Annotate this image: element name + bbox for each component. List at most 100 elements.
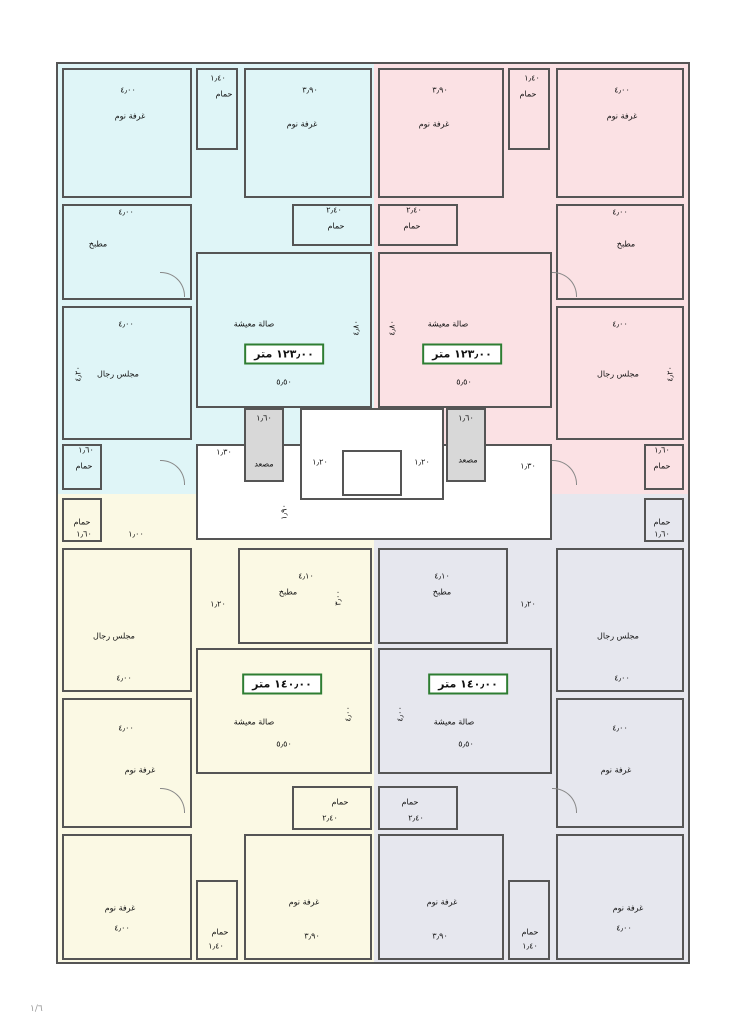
br-bath-2-dim: ٢٫٤٠ xyxy=(408,813,424,823)
br-bath-1 xyxy=(644,498,684,542)
elevator-right xyxy=(446,408,486,482)
bl-living xyxy=(196,648,372,774)
tl-living-width: ٥٫٥٠ xyxy=(276,377,292,387)
br-living-width: ٥٫٥٠ xyxy=(458,739,474,749)
bl-bath-1 xyxy=(62,498,102,542)
apartment-bottom-right xyxy=(374,494,688,962)
bl-bath-3 xyxy=(196,880,238,960)
tr-bath-2-label: حمام xyxy=(403,221,421,231)
bl-majlis-label: مجلس رجال xyxy=(93,631,135,641)
tl-kitchen-dim: ٤٫٠٠ xyxy=(118,207,134,217)
tr-kitchen-dim: ٤٫٠٠ xyxy=(612,207,628,217)
tl-bath-2 xyxy=(292,204,372,246)
core-left-dim: ١٫٣٠ xyxy=(216,447,232,457)
elevator-right-dim: ١٫٦٠ xyxy=(458,413,474,423)
bl-bedroom-1 xyxy=(62,698,192,828)
br-bath-2-label: حمام xyxy=(401,797,419,807)
tl-bedroom-2 xyxy=(244,68,372,198)
tl-bedroom-1-dim: ٤٫٠٠ xyxy=(120,85,136,95)
bl-bath-2-label: حمام xyxy=(331,797,349,807)
bl-living-label: صالة معيشة xyxy=(233,717,275,727)
tr-bath-3 xyxy=(644,444,684,490)
br-bedroom-3-label: غرفة نوم xyxy=(612,903,644,913)
br-bedroom-1-label: غرفة نوم xyxy=(600,765,632,775)
br-bedroom-2 xyxy=(378,834,504,960)
bl-bath-2-dim: ٢٫٤٠ xyxy=(322,813,338,823)
bl-bath-1-width: ١٫٠٠ xyxy=(128,529,144,539)
core-right-dim: ١٫٣٠ xyxy=(520,461,536,471)
tr-bedroom-1 xyxy=(378,68,504,198)
tr-bedroom-1-dim: ٣٫٩٠ xyxy=(432,85,448,95)
tr-bath-1 xyxy=(508,68,550,150)
br-majlis-dim: ٤٫٠٠ xyxy=(614,673,630,683)
bl-bedroom-3 xyxy=(244,834,372,960)
bl-kitchen-label: مطبخ xyxy=(278,587,298,597)
tl-bath-1-dim: ١٫٤٠ xyxy=(210,73,226,83)
br-bedroom-1-dim: ٤٫٠٠ xyxy=(612,723,628,733)
br-kitchen-label: مطبخ xyxy=(432,587,452,597)
stair-landing xyxy=(342,450,402,496)
elevator-left-dim: ١٫٦٠ xyxy=(256,413,272,423)
bl-living-width: ٥٫٥٠ xyxy=(276,739,292,749)
tl-living-height: ٤٫٨٠ xyxy=(351,320,361,336)
br-kitchen-dim: ٤٫١٠ xyxy=(434,571,450,581)
apartment-bottom-left xyxy=(58,494,374,962)
tl-bath-3-label: حمام xyxy=(75,461,93,471)
elevator-left-label: مصعد xyxy=(254,459,274,469)
tl-majlis-dim: ٤٫٠٠ xyxy=(118,319,134,329)
tr-majlis-height: ٤٫٢٠ xyxy=(665,366,675,382)
tr-majlis-label: مجلس رجال xyxy=(597,369,639,379)
br-bedroom-3 xyxy=(556,834,684,960)
stair-left-dim: ١٫٢٠ xyxy=(312,457,328,467)
br-majlis-label: مجلس رجال xyxy=(597,631,639,641)
tr-majlis xyxy=(556,306,684,440)
tr-living-label: صالة معيشة xyxy=(427,319,469,329)
tl-kitchen-label: مطبخ xyxy=(88,239,108,249)
br-bedroom-2-dim: ٣٫٩٠ xyxy=(432,931,448,941)
br-living xyxy=(378,648,552,774)
tr-bedroom-2-dim: ٤٫٠٠ xyxy=(614,85,630,95)
br-bath-2 xyxy=(378,786,458,830)
bl-bedroom-2-label: غرفة نوم xyxy=(104,903,136,913)
floor-plan-sheet: غرفة نوم ٤٫٠٠ حمام ١٫٤٠ غرفة نوم ٣٫٩٠ مط… xyxy=(56,62,690,964)
tl-bath-1 xyxy=(196,68,238,150)
tr-living-width: ٥٫٥٠ xyxy=(456,377,472,387)
bl-kitchen-dim: ٤٫١٠ xyxy=(298,571,314,581)
elevator-right-label: مصعد xyxy=(458,455,478,465)
elevator-left xyxy=(244,408,284,482)
tl-bath-1-label: حمام xyxy=(215,89,233,99)
bl-kitchen xyxy=(238,548,372,644)
br-living-label: صالة معيشة xyxy=(433,717,475,727)
tr-living-height: ٤٫٨٠ xyxy=(387,320,397,336)
bl-bedroom-1-label: غرفة نوم xyxy=(124,765,156,775)
tr-bath-1-label: حمام xyxy=(519,89,537,99)
tl-bedroom-1 xyxy=(62,68,192,198)
br-kitchen-offset: ١٫٢٠ xyxy=(520,599,536,609)
tl-majlis-label: مجلس رجال xyxy=(97,369,139,379)
stair-right-dim: ١٫٢٠ xyxy=(414,457,430,467)
tr-bath-3-label: حمام xyxy=(653,461,671,471)
tr-bath-2-dim: ٢٫٤٠ xyxy=(406,205,422,215)
tr-kitchen xyxy=(556,204,684,300)
tl-bedroom-2-dim: ٣٫٩٠ xyxy=(302,85,318,95)
br-bath-3 xyxy=(508,880,550,960)
tr-bedroom-2-label: غرفة نوم xyxy=(606,111,638,121)
tl-bedroom-1-label: غرفة نوم xyxy=(114,111,146,121)
tl-majlis xyxy=(62,306,192,440)
br-area-badge: ١٤٠٫٠٠ متر xyxy=(428,673,508,695)
br-bath-3-dim: ١٫٤٠ xyxy=(522,941,538,951)
bl-living-height: ٤٫٠٠ xyxy=(343,706,353,722)
br-bath-3-label: حمام xyxy=(521,927,539,937)
br-bath-1-dim: ١٫٦٠ xyxy=(654,529,670,539)
bl-bedroom-2-dim: ٤٫٠٠ xyxy=(114,923,130,933)
bl-bath-1-label: حمام xyxy=(73,517,91,527)
tr-living xyxy=(378,252,552,408)
bl-bedroom-1-dim: ٤٫٠٠ xyxy=(118,723,134,733)
bl-bedroom-3-label: غرفة نوم xyxy=(288,897,320,907)
tr-kitchen-label: مطبخ xyxy=(616,239,636,249)
tl-area-badge: ١٢٣٫٠٠ متر xyxy=(244,343,324,365)
br-kitchen xyxy=(378,548,508,644)
tr-bedroom-1-label: غرفة نوم xyxy=(418,119,450,129)
bl-area-badge: ١٤٠٫٠٠ متر xyxy=(242,673,322,695)
tl-bath-3-dim: ١٫٦٠ xyxy=(78,445,94,455)
